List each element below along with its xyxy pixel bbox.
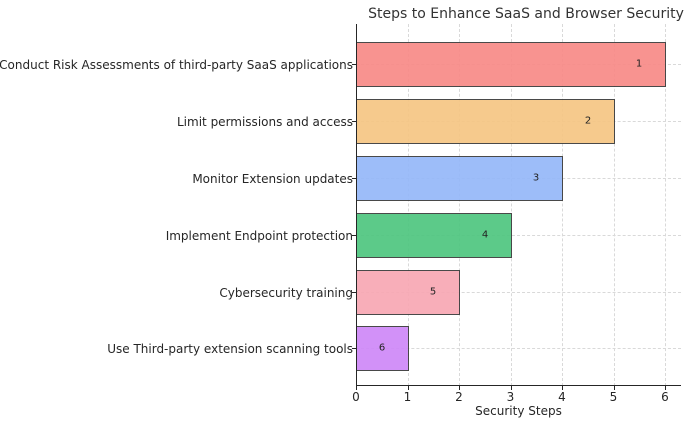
y-tick-label: Cybersecurity training <box>219 286 353 300</box>
grid-line-x4 <box>562 24 563 386</box>
bar-limit-permissions <box>356 98 615 144</box>
y-tick-label: Monitor Extension updates <box>192 172 353 186</box>
bar-label-4: 4 <box>481 229 489 241</box>
bar-label-1: 1 <box>635 58 643 70</box>
grid-line-y5 <box>356 292 681 293</box>
x-tick <box>665 386 666 390</box>
bar-risk-assessments <box>356 41 666 87</box>
x-tick-label: 3 <box>506 390 515 404</box>
y-tick <box>352 64 356 65</box>
y-tick <box>352 178 356 179</box>
y-tick-label: Limit permissions and access <box>177 115 353 129</box>
chart-title: Steps to Enhance SaaS and Browser Securi… <box>368 6 684 22</box>
plot-area: 1 2 3 4 5 6 <box>356 24 681 386</box>
x-tick <box>459 386 460 390</box>
y-tick-label: Use Third-party extension scanning tools <box>107 342 353 356</box>
grid-line-y6 <box>356 348 681 349</box>
grid-line-x6 <box>665 24 666 386</box>
x-tick <box>356 386 357 390</box>
y-tick <box>352 121 356 122</box>
x-axis-spine <box>356 385 681 386</box>
x-tick-label: 5 <box>609 390 618 404</box>
y-tick-label: Implement Endpoint protection <box>165 229 353 243</box>
x-tick <box>613 386 615 390</box>
bar-label-3: 3 <box>532 172 540 184</box>
x-tick-label: 2 <box>455 390 463 404</box>
x-tick-label: 6 <box>661 390 669 404</box>
bar-extension-scanning <box>356 325 409 371</box>
grid-line-x2 <box>459 24 460 386</box>
bar-monitor-extensions <box>356 155 563 201</box>
y-axis-spine <box>356 24 357 386</box>
grid-line-x1 <box>407 24 409 386</box>
x-tick-label: 4 <box>558 390 566 404</box>
y-tick <box>352 292 356 293</box>
x-tick-label: 1 <box>403 390 412 404</box>
grid-line-x3 <box>510 24 512 386</box>
grid-line-x5 <box>613 24 615 386</box>
bar-label-6: 6 <box>378 342 386 354</box>
x-tick-label: 0 <box>352 390 360 404</box>
y-tick-label: Conduct Risk Assessments of third-party … <box>0 58 353 72</box>
x-tick <box>510 386 512 390</box>
bar-label-5: 5 <box>429 286 437 298</box>
x-tick <box>562 386 563 390</box>
bar-label-2: 2 <box>584 115 592 127</box>
x-axis-label: Security Steps <box>475 404 562 418</box>
bar-cybersecurity-training <box>356 269 460 315</box>
x-tick <box>407 386 409 390</box>
grid-line-y4 <box>356 235 681 236</box>
y-tick <box>352 348 356 349</box>
y-tick <box>352 235 356 236</box>
